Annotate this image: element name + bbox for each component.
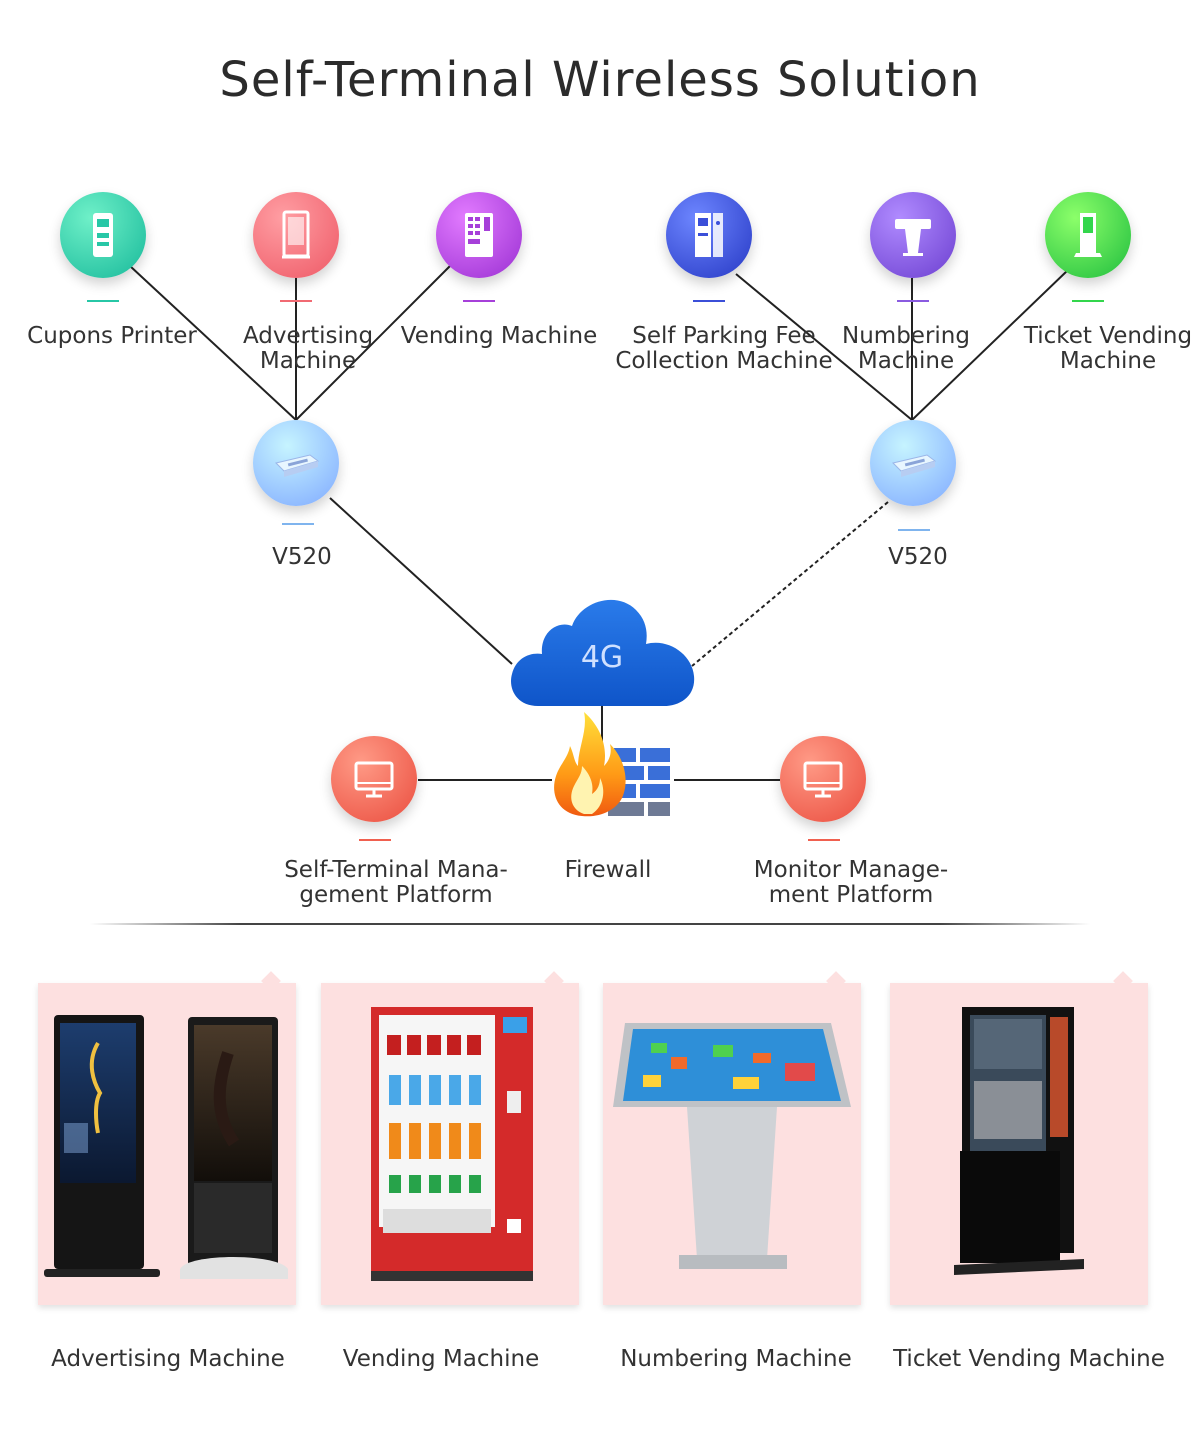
vending-machine-icon <box>436 192 522 278</box>
cloud-icon <box>511 599 695 706</box>
product-label-vending: Vending Machine <box>342 1346 540 1372</box>
terminal-label-advertising: Advertising Machine <box>242 323 374 374</box>
link-left-gateway-cloud <box>329 497 513 665</box>
link-parking-gateway <box>735 273 913 421</box>
page-title: Self-Terminal Wireless Solution <box>219 52 981 108</box>
ticket-vending-machine-image <box>954 1007 1084 1275</box>
coupons-dash <box>87 300 119 302</box>
product-card-vending <box>321 983 579 1305</box>
product-label-numbering: Numbering Machine <box>620 1346 852 1372</box>
ticket-dash <box>1072 300 1104 302</box>
advertising-dash <box>280 300 312 302</box>
numbering-dash <box>897 300 929 302</box>
self-platform-dash <box>359 839 391 841</box>
vending-machine-image <box>371 1007 533 1281</box>
numbering-machine-image <box>613 1023 851 1269</box>
monitor-platform-dash <box>808 839 840 841</box>
left-gateway-dash <box>282 523 314 525</box>
terminal-label-vending: Vending Machine <box>400 323 598 349</box>
firewall-icon <box>554 712 670 817</box>
gateway-label-right: V520 <box>888 544 948 570</box>
product-label-advertising: Advertising Machine <box>51 1346 285 1372</box>
advertising-machine-image <box>44 1015 288 1279</box>
terminal-label-coupons: Cupons Printer <box>27 323 197 349</box>
gateway-label-left: V520 <box>272 544 332 570</box>
advertising-display-icon <box>253 192 339 278</box>
monitor-icon <box>780 736 866 822</box>
product-card-numbering <box>603 983 861 1305</box>
product-label-ticket: Ticket Vending Machine <box>893 1346 1165 1372</box>
link-vending-gateway <box>295 265 451 421</box>
router-icon <box>870 420 956 506</box>
parking-kiosk-icon <box>666 192 752 278</box>
vending-dash <box>463 300 495 302</box>
platform-label-self: Self-Terminal Mana- gement Platform <box>284 857 508 908</box>
link-coupons-gateway <box>129 265 297 421</box>
product-card-advertising <box>38 983 296 1305</box>
terminal-label-numbering: Numbering Machine <box>842 323 970 374</box>
firewall-label: Firewall <box>564 857 652 883</box>
router-icon <box>253 420 339 506</box>
link-right-gateway-cloud <box>691 501 889 667</box>
product-card-ticket <box>890 983 1148 1305</box>
cloud-label: 4G <box>580 640 624 675</box>
numbering-terminal-icon <box>870 192 956 278</box>
ticket-kiosk-icon <box>1045 192 1131 278</box>
terminal-label-parking: Self Parking Fee Collection Machine <box>615 323 833 374</box>
link-ticket-gateway <box>911 269 1069 421</box>
printer-kiosk-icon <box>60 192 146 278</box>
section-divider <box>90 923 1090 925</box>
platform-label-monitor: Monitor Manage- ment Platform <box>753 857 949 908</box>
right-gateway-dash <box>898 529 930 531</box>
monitor-icon <box>331 736 417 822</box>
terminal-label-ticket: Ticket Vending Machine <box>1023 323 1193 374</box>
parking-dash <box>693 300 725 302</box>
